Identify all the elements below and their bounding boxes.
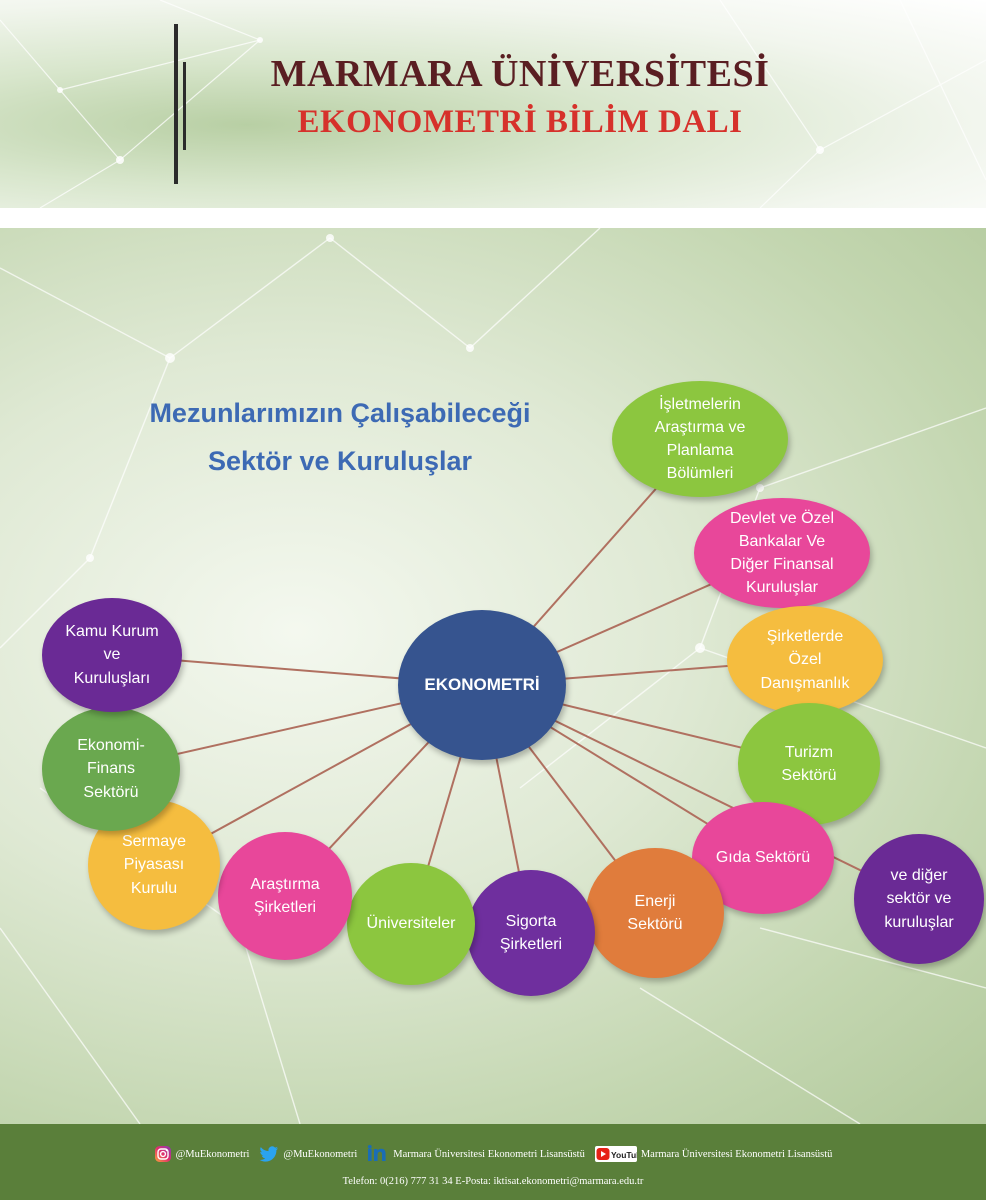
node-danismanlik: Şirketlerde Özel Danışmanlık [727,606,883,714]
node-diger: ve diğer sektör ve kuruluşlar [854,834,984,964]
diagram-heading-line1: Mezunlarımızın Çalışabileceği [149,398,531,428]
twitter-handle: @MuEkonometri [283,1148,358,1160]
node-ekonomi: Ekonomi- Finans Sektörü [42,707,180,831]
instagram-icon [154,1145,172,1163]
node-isletmelerin: İşletmelerin Araştırma ve Planlama Bölüm… [612,381,788,497]
header-banner: MARMARA ÜNİVERSİTESİ EKONOMETRİ BİLİM DA… [0,0,986,208]
university-title: MARMARA ÜNİVERSİTESİ [270,53,770,95]
linkedin-link[interactable]: Marmara Üniversitesi Ekonometri Lisansüs… [367,1145,585,1163]
youtube-text: Marmara Üniversitesi Ekonometri Lisansüs… [640,1148,833,1160]
instagram-link[interactable]: @MuEkonometri [154,1145,250,1163]
header-rule-short [183,62,186,150]
network-background [0,0,986,208]
twitter-link[interactable]: @MuEkonometri [259,1145,358,1163]
instagram-handle: @MuEkonometri [175,1148,250,1160]
node-kamu: Kamu Kurum ve Kuruluşları [42,598,182,712]
linkedin-text: Marmara Üniversitesi Ekonometri Lisansüs… [393,1148,585,1160]
sector-diagram: İşletmelerin Araştırma ve Planlama Bölüm… [42,381,984,996]
node-ekonometri-center: EKONOMETRİ [398,610,566,760]
youtube-link[interactable]: YouTube Marmara Üniversitesi Ekonometri … [594,1145,833,1163]
node-enerji: Enerji Sektörü [586,848,724,978]
node-sigorta: Sigorta Şirketleri [467,870,595,996]
youtube-logo-text: YouTube [611,1150,637,1160]
node-sermaye: Sermaye Piyasası Kurulu [88,800,220,930]
youtube-icon: YouTube [594,1145,637,1163]
node-bankalar: Devlet ve Özel Bankalar Ve Diğer Finansa… [694,498,870,608]
contact-info: Telefon: 0(216) 777 31 34 E-Posta: iktis… [342,1176,644,1187]
social-links: @MuEkonometri @MuEkonometri Marmara Üniv… [0,1142,986,1166]
header-rule-long [174,24,178,184]
twitter-icon [259,1145,279,1163]
department-title: EKONOMETRİ BİLİM DALI [297,104,743,140]
header-separator [0,208,986,228]
node-arastirma: Araştırma Şirketleri [218,832,352,960]
node-universiteler: Üniversiteler [347,863,475,985]
linkedin-icon [367,1145,389,1163]
diagram-heading-line2: Sektör ve Kuruluşlar [207,446,473,476]
